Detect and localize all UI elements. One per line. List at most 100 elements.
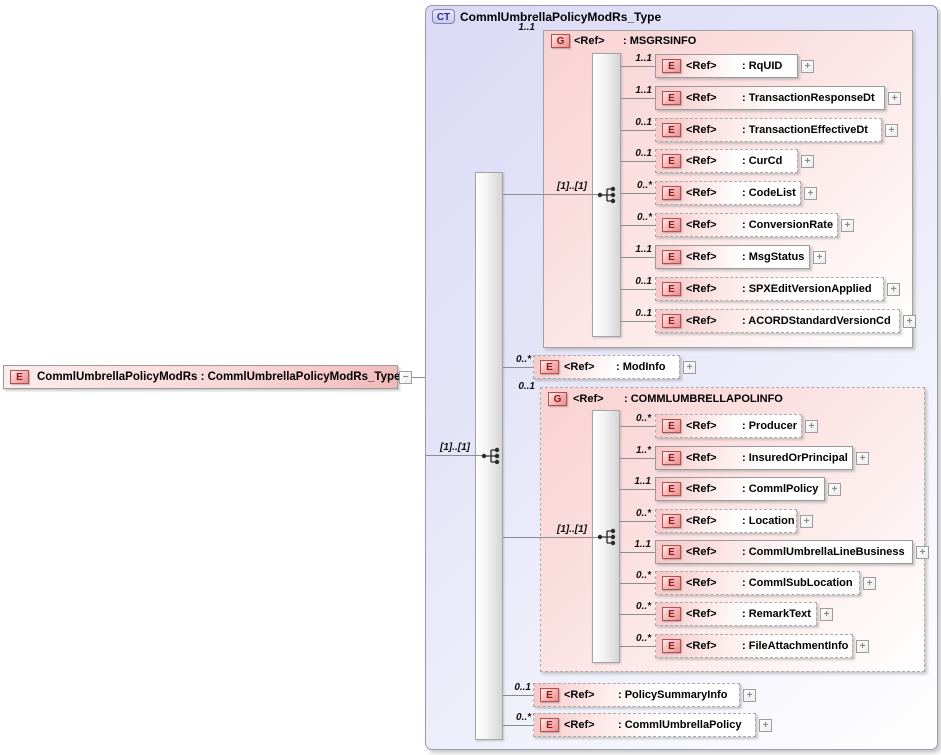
ref-label: <Ref> (686, 60, 717, 72)
expand-toggle[interactable]: + (683, 361, 696, 374)
collapse-toggle[interactable]: − (399, 371, 412, 384)
connector-line (620, 521, 655, 522)
cardinality-label: 1..1 (634, 476, 651, 487)
cardinality-label: 1..* (635, 445, 651, 456)
element-rquid[interactable]: E <Ref> : RqUID (655, 54, 798, 78)
expand-toggle[interactable]: + (801, 155, 814, 168)
element-name: : CommlUmbrellaLineBusiness (742, 546, 905, 558)
expand-toggle[interactable]: + (828, 483, 841, 496)
expand-toggle[interactable]: + (743, 689, 756, 702)
element-name: : TransactionEffectiveDt (742, 124, 868, 136)
sequence-bar-commlumbrellapolinfo (592, 410, 620, 663)
cardinality-label: 0..* (635, 508, 651, 519)
ref-label: <Ref> (686, 608, 717, 620)
connector-line (425, 455, 484, 456)
element-name: : RqUID (742, 60, 783, 72)
cardinality-label: 1..1 (518, 22, 535, 33)
group-badge-icon: G (548, 392, 567, 406)
element-badge-icon: E (662, 419, 681, 433)
element-badge-icon: E (662, 91, 681, 105)
expand-toggle[interactable]: + (805, 420, 818, 433)
element-name: : CommlUmbrellaPolicy (618, 719, 742, 731)
connector-line (503, 695, 533, 696)
expand-toggle[interactable]: + (820, 608, 833, 621)
expand-toggle[interactable]: + (759, 719, 772, 732)
element-commlumbrellapolicymodrs[interactable]: E CommlUmbrellaPolicyModRs : CommlUmbrel… (3, 365, 400, 389)
expand-toggle[interactable]: + (856, 640, 869, 653)
element-remarktext[interactable]: E <Ref> : RemarkText (655, 602, 817, 626)
ref-label: <Ref> (686, 577, 717, 589)
element-insuredorprincipal[interactable]: E <Ref> : InsuredOrPrincipal (655, 446, 853, 470)
element-badge-icon: E (662, 123, 681, 137)
ref-label: <Ref> (686, 452, 717, 464)
element-commlumbrellalinebusiness[interactable]: E <Ref> : CommlUmbrellaLineBusiness (655, 540, 913, 564)
expand-toggle[interactable]: + (888, 92, 901, 105)
element-codelist[interactable]: E <Ref> : CodeList (655, 181, 801, 205)
element-badge-icon: E (662, 576, 681, 590)
ref-label: <Ref> (564, 689, 595, 701)
element-conversionrate[interactable]: E <Ref> : ConversionRate (655, 213, 838, 237)
element-name: : Location (742, 515, 795, 527)
sequence-compositor-icon (597, 528, 616, 546)
connector-line (620, 552, 655, 553)
expand-toggle[interactable]: + (813, 251, 826, 264)
expand-toggle[interactable]: + (887, 283, 900, 296)
ref-label: <Ref> (564, 719, 595, 731)
element-badge-icon: E (662, 514, 681, 528)
element-transactioneffectivedt[interactable]: E <Ref> : TransactionEffectiveDt (655, 118, 882, 142)
element-transactionresponsedt[interactable]: E <Ref> : TransactionResponseDt (655, 86, 885, 110)
element-fileattachmentinfo[interactable]: E <Ref> : FileAttachmentInfo (655, 634, 853, 658)
element-modinfo[interactable]: E <Ref> : ModInfo (533, 355, 680, 379)
element-commlpolicy[interactable]: E <Ref> : CommlPolicy (655, 477, 825, 501)
element-name: : TransactionResponseDt (742, 92, 875, 104)
cardinality-label: [1]..[1] (440, 442, 470, 453)
element-producer[interactable]: E <Ref> : Producer (655, 414, 802, 438)
cardinality-label: [1]..[1] (557, 524, 587, 535)
element-commlumbrellapolicy[interactable]: E <Ref> : CommlUmbrellaPolicy (533, 713, 756, 737)
element-badge-icon: E (540, 718, 559, 732)
element-spxeditversionapplied[interactable]: E <Ref> : SPXEditVersionApplied (655, 277, 884, 301)
ref-label: <Ref> (686, 219, 717, 231)
element-curcd[interactable]: E <Ref> : CurCd (655, 149, 798, 173)
element-location[interactable]: E <Ref> : Location (655, 509, 797, 533)
element-name: : CommlSubLocation (742, 577, 853, 589)
element-badge-icon: E (662, 218, 681, 232)
element-msgstatus[interactable]: E <Ref> : MsgStatus (655, 245, 810, 269)
element-policysummaryinfo[interactable]: E <Ref> : PolicySummaryInfo (533, 683, 740, 707)
expand-toggle[interactable]: + (804, 187, 817, 200)
connector-line (621, 321, 655, 322)
element-badge-icon: E (662, 639, 681, 653)
cardinality-label: 0..* (636, 212, 652, 223)
ref-label: <Ref> (686, 420, 717, 432)
connector-line (620, 489, 655, 490)
expand-toggle[interactable]: + (903, 315, 916, 328)
connector-line (412, 377, 425, 378)
element-name: : Producer (742, 420, 798, 432)
cardinality-label: [1]..[1] (557, 181, 587, 192)
element-badge-icon: E (662, 482, 681, 496)
element-acordstandardversioncd[interactable]: E <Ref> : ACORDStandardVersionCd (655, 309, 900, 333)
ref-label: <Ref> (686, 483, 717, 495)
expand-toggle[interactable]: + (841, 219, 854, 232)
ref-label: <Ref> (686, 315, 717, 327)
ref-label: <Ref> (686, 92, 717, 104)
expand-toggle[interactable]: + (885, 124, 898, 137)
cardinality-label: 0..1 (514, 682, 531, 693)
sequence-compositor-icon (597, 186, 616, 204)
group-commlumbrellapolinfo-header: G <Ref> : COMMLUMBRELLAPOLINFO (541, 388, 924, 408)
element-name: : CurCd (742, 155, 783, 167)
expand-toggle[interactable]: + (800, 515, 813, 528)
expand-toggle[interactable]: + (801, 60, 814, 73)
expand-toggle[interactable]: + (856, 452, 869, 465)
element-badge-icon: E (662, 59, 681, 73)
cardinality-label: 0..* (515, 354, 531, 365)
expand-toggle[interactable]: + (863, 577, 876, 590)
element-name: : PolicySummaryInfo (618, 689, 728, 701)
connector-line (621, 98, 655, 99)
cardinality-label: 0..1 (635, 117, 652, 128)
expand-toggle[interactable]: + (916, 546, 929, 559)
element-commlsublocation[interactable]: E <Ref> : CommlSubLocation (655, 571, 860, 595)
ref-label: <Ref> (686, 515, 717, 527)
connector-line (620, 614, 655, 615)
